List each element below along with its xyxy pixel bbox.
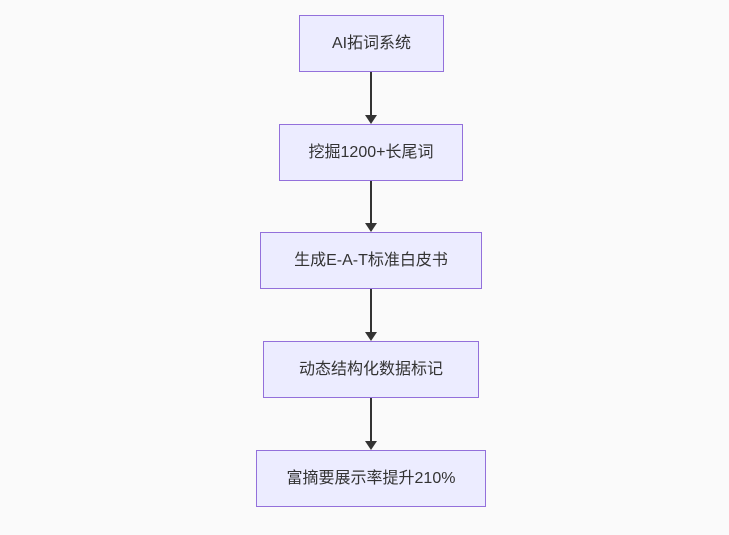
arrow-a-to-b xyxy=(364,72,378,124)
arrow-shaft xyxy=(370,398,372,443)
node-label: 动态结构化数据标记 xyxy=(298,360,443,378)
arrow-shaft xyxy=(370,289,372,334)
arrow-c-to-d xyxy=(364,289,378,341)
arrowhead-icon xyxy=(365,332,377,341)
arrowhead-icon xyxy=(365,441,377,450)
arrowhead-icon xyxy=(365,223,377,232)
arrowhead-icon xyxy=(365,115,377,124)
node-label: 挖掘1200+长尾词 xyxy=(308,143,434,161)
flowchart-node-eat-whitepaper: 生成E-A-T标准白皮书 xyxy=(260,232,482,289)
flowchart-node-rich-snippet-rate: 富摘要展示率提升210% xyxy=(256,450,486,507)
flowchart-node-structured-data: 动态结构化数据标记 xyxy=(263,341,479,398)
arrow-shaft xyxy=(370,72,372,117)
node-label: 生成E-A-T标准白皮书 xyxy=(294,251,448,269)
flowchart-node-longtail-keywords: 挖掘1200+长尾词 xyxy=(279,124,463,181)
arrow-b-to-c xyxy=(364,181,378,232)
flowchart-node-ai-expansion: AI拓词系统 xyxy=(299,15,444,72)
arrow-d-to-e xyxy=(364,398,378,450)
arrow-shaft xyxy=(370,181,372,225)
node-label: AI拓词系统 xyxy=(331,34,412,52)
node-label: 富摘要展示率提升210% xyxy=(286,469,456,487)
